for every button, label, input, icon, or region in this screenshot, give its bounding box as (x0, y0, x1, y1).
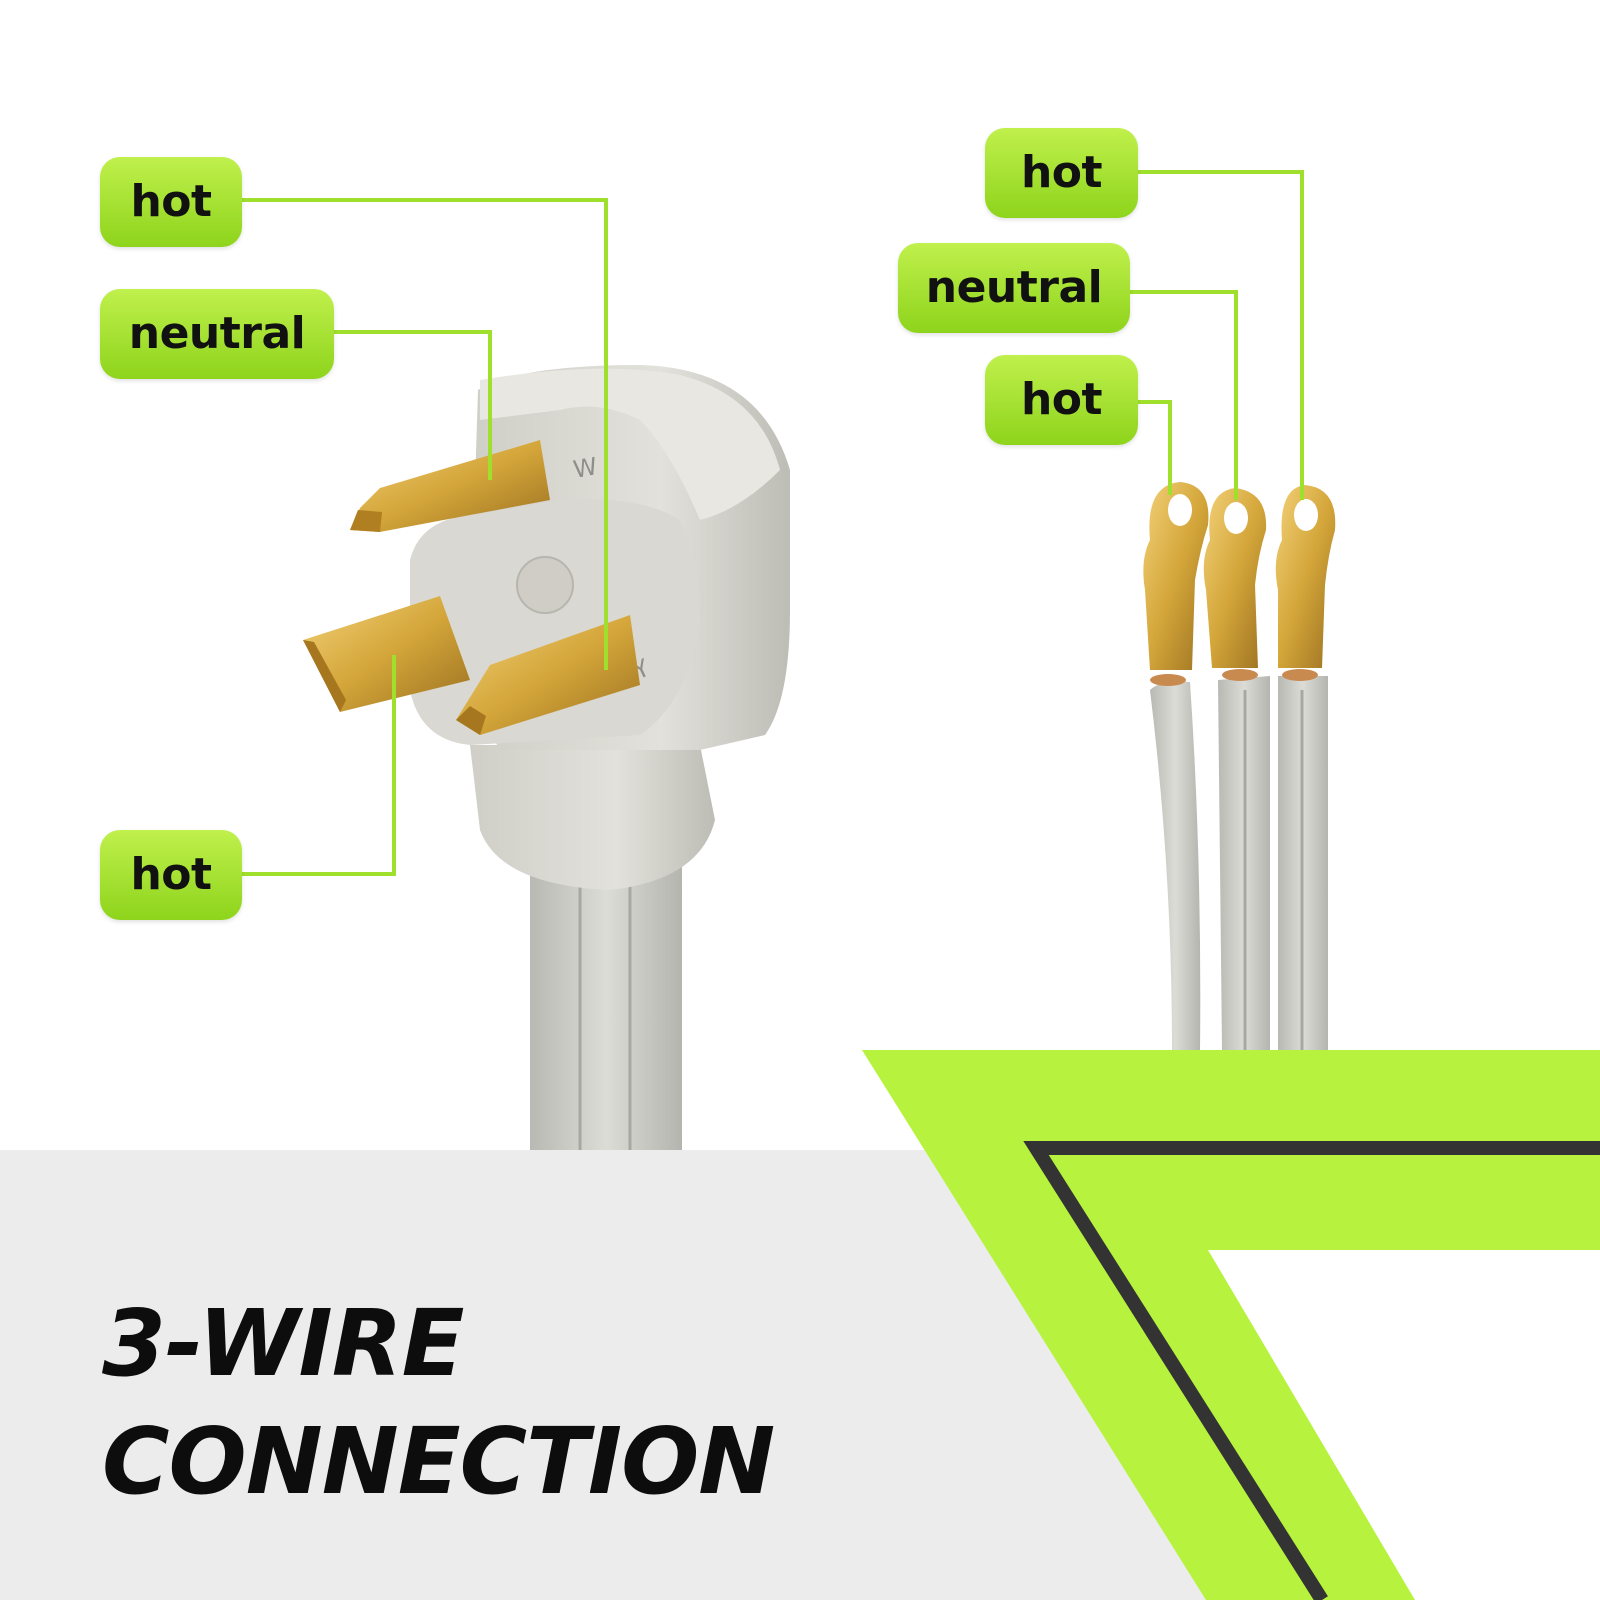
plug-marking-w: W (571, 452, 599, 484)
ring-terminal-middle (1203, 488, 1267, 668)
ring-terminal-right (1275, 485, 1336, 668)
plug-hot-label-top: hot (100, 157, 242, 247)
white-inner-corner (1208, 1250, 1600, 1600)
plug-hot-label-bottom: hot (100, 830, 242, 920)
bottom-hot-prong (303, 596, 470, 712)
ring-terminal-left (1143, 482, 1209, 670)
headline-line-1: 3-WIRE (102, 1290, 464, 1397)
leader-wire-neutral (1128, 290, 1238, 500)
neutral-prong (350, 440, 550, 532)
top-hot-prong (456, 615, 640, 735)
wire-right (1278, 669, 1328, 1050)
leader-plug-bottom-hot (238, 655, 396, 876)
dark-stripe (1023, 1141, 1600, 1600)
leader-plug-neutral (330, 330, 492, 480)
plug-neutral-label: neutral (100, 289, 334, 379)
wire-hot-label-top: hot (985, 128, 1138, 218)
plug-cord (530, 860, 682, 1150)
wire-left (1150, 674, 1201, 1050)
wire-hot-label-bottom: hot (985, 355, 1138, 445)
wire-middle (1218, 669, 1270, 1050)
wire-neutral-label: neutral (898, 243, 1130, 333)
leader-plug-top-hot (238, 198, 608, 670)
leader-wire-top-hot (1136, 170, 1304, 500)
headline-line-2: CONNECTION (102, 1408, 775, 1515)
leader-wire-bottom-hot (1136, 400, 1172, 495)
